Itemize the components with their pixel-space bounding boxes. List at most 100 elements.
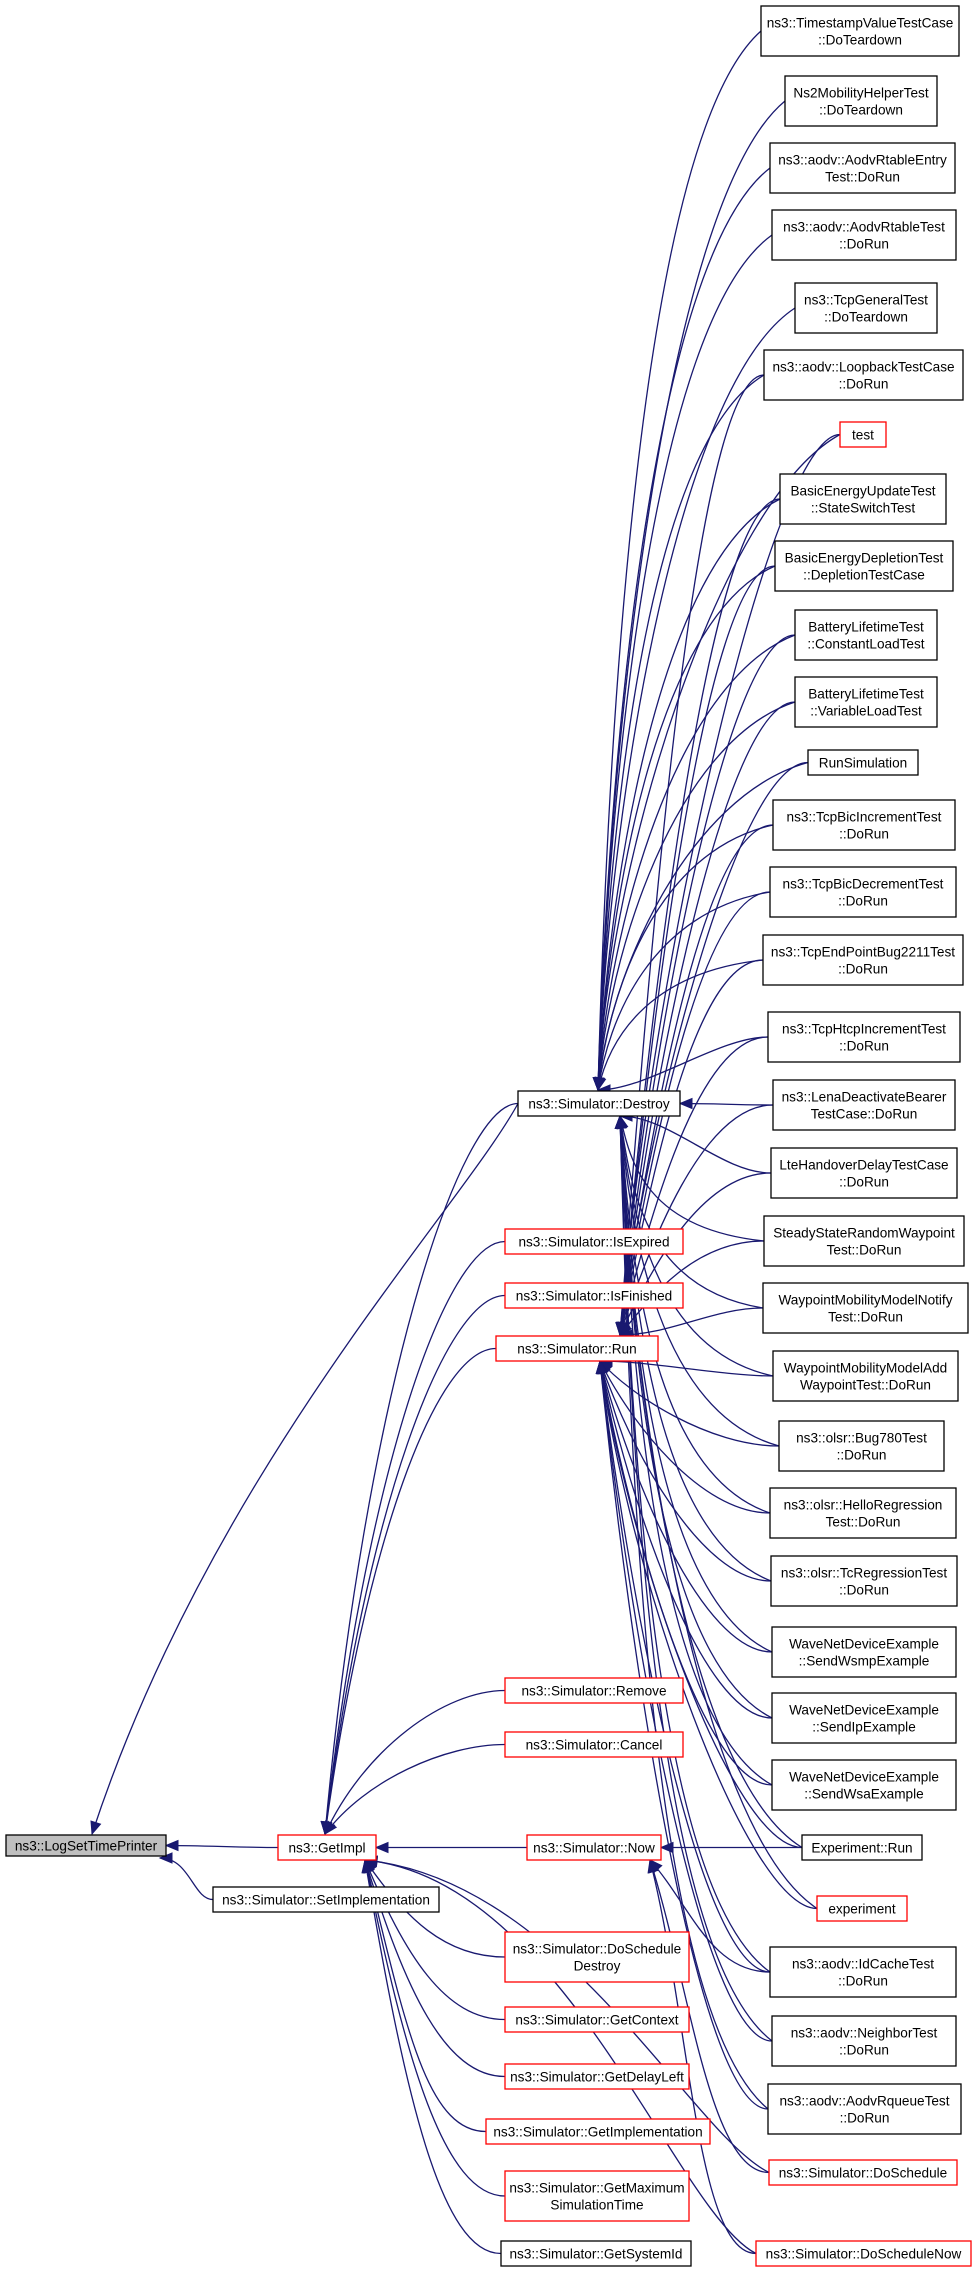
- node-box-blConst: [794, 609, 938, 661]
- node-getcontext[interactable]: ns3::Simulator::GetContext: [504, 2006, 690, 2033]
- node-getsysid[interactable]: ns3::Simulator::GetSystemId: [500, 2240, 692, 2267]
- node-label-doschedNow-0: ns3::Simulator::DoScheduleNow: [766, 2247, 962, 2262]
- node-getimplementation[interactable]: ns3::Simulator::GetImplementation: [485, 2118, 711, 2145]
- edge-lenaDeact-to-destroy: [679, 1102, 774, 1106]
- node-waveWsmp[interactable]: WaveNetDeviceExample::SendWsmpExample: [771, 1626, 957, 1678]
- node-label-olsrTc-1: ::DoRun: [839, 1583, 889, 1598]
- node-label-getimpl-0: ns3::GetImpl: [288, 1841, 365, 1856]
- node-label-aodvEntry-1: Test::DoRun: [825, 170, 900, 185]
- node-box-blVar: [794, 676, 938, 728]
- node-label-getsysid-0: ns3::Simulator::GetSystemId: [509, 2247, 682, 2262]
- node-isfinished[interactable]: ns3::Simulator::IsFinished: [504, 1282, 684, 1309]
- node-test[interactable]: test: [839, 421, 887, 448]
- node-label-idCache-1: ::DoRun: [838, 1974, 888, 1989]
- node-label-experiment-0: experiment: [828, 1902, 895, 1917]
- node-cancel[interactable]: ns3::Simulator::Cancel: [504, 1731, 684, 1758]
- node-doschedNow[interactable]: ns3::Simulator::DoScheduleNow: [755, 2240, 972, 2267]
- node-box-rqueue: [767, 2083, 962, 2135]
- node-now[interactable]: ns3::Simulator::Now: [526, 1834, 662, 1861]
- node-box-bicInc: [772, 799, 956, 851]
- edge-waveWsa-to-destroy: [619, 1115, 773, 1786]
- node-olsrTc[interactable]: ns3::olsr::TcRegressionTest::DoRun: [770, 1555, 958, 1607]
- node-aodvLoop[interactable]: ns3::aodv::LoopbackTestCase::DoRun: [763, 349, 964, 401]
- node-label-idCache-0: ns3::aodv::IdCacheTest: [792, 1957, 934, 1972]
- edge-olsrBug-to-run: [599, 1360, 780, 1447]
- node-destroy[interactable]: ns3::Simulator::Destroy: [517, 1090, 681, 1117]
- node-bed[interactable]: BasicEnergyDepletionTest::DepletionTestC…: [774, 540, 954, 592]
- edge-isexpired-to-getimpl: [324, 1240, 506, 1835]
- node-label-getmax-1: SimulationTime: [550, 2198, 643, 2213]
- node-runSim[interactable]: RunSimulation: [807, 749, 919, 776]
- node-bicDec[interactable]: ns3::TcpBicDecrementTest::DoRun: [769, 866, 957, 918]
- node-label-wmmNotify-1: Test::DoRun: [828, 1310, 903, 1325]
- node-waveIp[interactable]: WaveNetDeviceExample::SendIpExample: [771, 1692, 957, 1744]
- node-box-wmmAdd: [772, 1350, 959, 1402]
- node-label-ns2mob-1: ::DoTeardown: [819, 103, 903, 118]
- node-remove[interactable]: ns3::Simulator::Remove: [504, 1677, 684, 1704]
- edge-idCache-to-run: [599, 1360, 771, 1973]
- edge-olsrTc-to-run: [599, 1360, 772, 1582]
- node-lteHo[interactable]: LteHandoverDelayTestCase::DoRun: [770, 1147, 958, 1199]
- edge-wmmAdd-to-destroy: [619, 1115, 774, 1377]
- node-box-root: [5, 1834, 167, 1857]
- node-blConst[interactable]: BatteryLifetimeTest::ConstantLoadTest: [794, 609, 938, 661]
- node-run[interactable]: ns3::Simulator::Run: [495, 1335, 659, 1362]
- node-idCache[interactable]: ns3::aodv::IdCacheTest::DoRun: [769, 1946, 957, 1998]
- edge-ssrw-to-run: [619, 1240, 765, 1336]
- node-wmmAdd[interactable]: WaypointMobilityModelAddWaypointTest::Do…: [772, 1350, 959, 1402]
- node-box-aodvTable: [771, 209, 957, 261]
- node-box-lenaDeact: [772, 1079, 956, 1131]
- edge-bed-to-run: [619, 565, 776, 1336]
- edge-tcpGeneral-to-destroy: [597, 307, 796, 1091]
- node-endpoint[interactable]: ns3::TcpEndPointBug2211Test::DoRun: [762, 934, 964, 986]
- node-label-remove-0: ns3::Simulator::Remove: [521, 1684, 666, 1699]
- node-root[interactable]: ns3::LogSetTimePrinter: [5, 1834, 167, 1857]
- node-bicInc[interactable]: ns3::TcpBicIncrementTest::DoRun: [772, 799, 956, 851]
- node-olsrBug[interactable]: ns3::olsr::Bug780Test::DoRun: [778, 1420, 945, 1472]
- node-label-waveIp-1: ::SendIpExample: [812, 1720, 916, 1735]
- edge-doschedNow-to-now: [649, 1859, 757, 2255]
- node-box-dosched: [768, 2159, 958, 2186]
- node-ns2mob[interactable]: Ns2MobilityHelperTest::DoTeardown: [784, 75, 938, 127]
- node-aodvTable[interactable]: ns3::aodv::AodvRtableTest::DoRun: [771, 209, 957, 261]
- node-getimpl[interactable]: ns3::GetImpl: [277, 1834, 377, 1861]
- node-blVar[interactable]: BatteryLifetimeTest::VariableLoadTest: [794, 676, 938, 728]
- node-experiment[interactable]: experiment: [816, 1895, 908, 1922]
- node-tcpGeneral[interactable]: ns3::TcpGeneralTest::DoTeardown: [794, 282, 938, 334]
- node-box-htcp: [767, 1011, 961, 1063]
- node-label-htcp-0: ns3::TcpHtcpIncrementTest: [782, 1022, 946, 1037]
- node-isexpired[interactable]: ns3::Simulator::IsExpired: [504, 1228, 684, 1255]
- node-box-doschedDestroy: [504, 1931, 690, 1983]
- node-dosched[interactable]: ns3::Simulator::DoSchedule: [768, 2159, 958, 2186]
- node-label-olsrBug-1: ::DoRun: [837, 1448, 887, 1463]
- node-htcp[interactable]: ns3::TcpHtcpIncrementTest::DoRun: [767, 1011, 961, 1063]
- edge-getcontext-to-getimpl: [364, 1859, 506, 2021]
- node-box-test: [839, 421, 887, 448]
- node-box-getimpl: [277, 1834, 377, 1861]
- node-waveWsa[interactable]: WaveNetDeviceExample::SendWsaExample: [771, 1759, 957, 1811]
- node-label-beu-0: BasicEnergyUpdateTest: [790, 484, 935, 499]
- node-neighbor[interactable]: ns3::aodv::NeighborTest::DoRun: [771, 2015, 957, 2067]
- node-label-lteHo-1: ::DoRun: [839, 1175, 889, 1190]
- node-rqueue[interactable]: ns3::aodv::AodvRqueueTest::DoRun: [767, 2083, 962, 2135]
- node-label-destroy-0: ns3::Simulator::Destroy: [528, 1097, 669, 1112]
- edge-setimpl-to-root: [159, 1857, 214, 1901]
- node-box-cancel: [504, 1731, 684, 1758]
- node-expRun[interactable]: Experiment::Run: [801, 1834, 923, 1861]
- node-label-tcpGeneral-1: ::DoTeardown: [824, 310, 908, 325]
- edge-doschedDestroy-to-getimpl: [364, 1859, 506, 1958]
- node-label-beu-1: ::StateSwitchTest: [811, 501, 915, 516]
- node-beu[interactable]: BasicEnergyUpdateTest::StateSwitchTest: [779, 473, 947, 525]
- node-getdelay[interactable]: ns3::Simulator::GetDelayLeft: [504, 2063, 690, 2090]
- node-label-ssrw-0: SteadyStateRandomWaypoint: [773, 1226, 955, 1241]
- node-tsv[interactable]: ns3::TimestampValueTestCase::DoTeardown: [760, 5, 960, 57]
- node-setimpl[interactable]: ns3::Simulator::SetImplementation: [212, 1886, 440, 1913]
